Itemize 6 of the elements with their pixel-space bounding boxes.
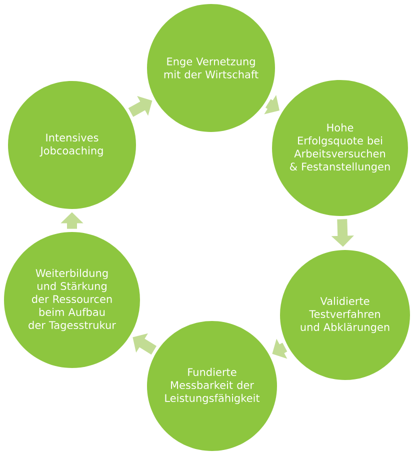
- circle-node: Hohe Erfolgsquote bei Arbeitsversuchen & Festanstellungen: [272, 80, 408, 216]
- circle-node: Weiterbildung und Stärkung der Ressourcen beim Aufbau der Tagesstrukur: [4, 232, 140, 368]
- circle-node: Validierte Testverfahren und Abklärungen: [280, 250, 410, 380]
- circle-node: Fundierte Messbarkeit der Leistungsfähigkeit: [147, 321, 277, 451]
- circle-node: Intensives Jobcoaching: [8, 81, 136, 209]
- circle-node: Enge Vernetzung mit der Wirtschaft: [147, 4, 275, 132]
